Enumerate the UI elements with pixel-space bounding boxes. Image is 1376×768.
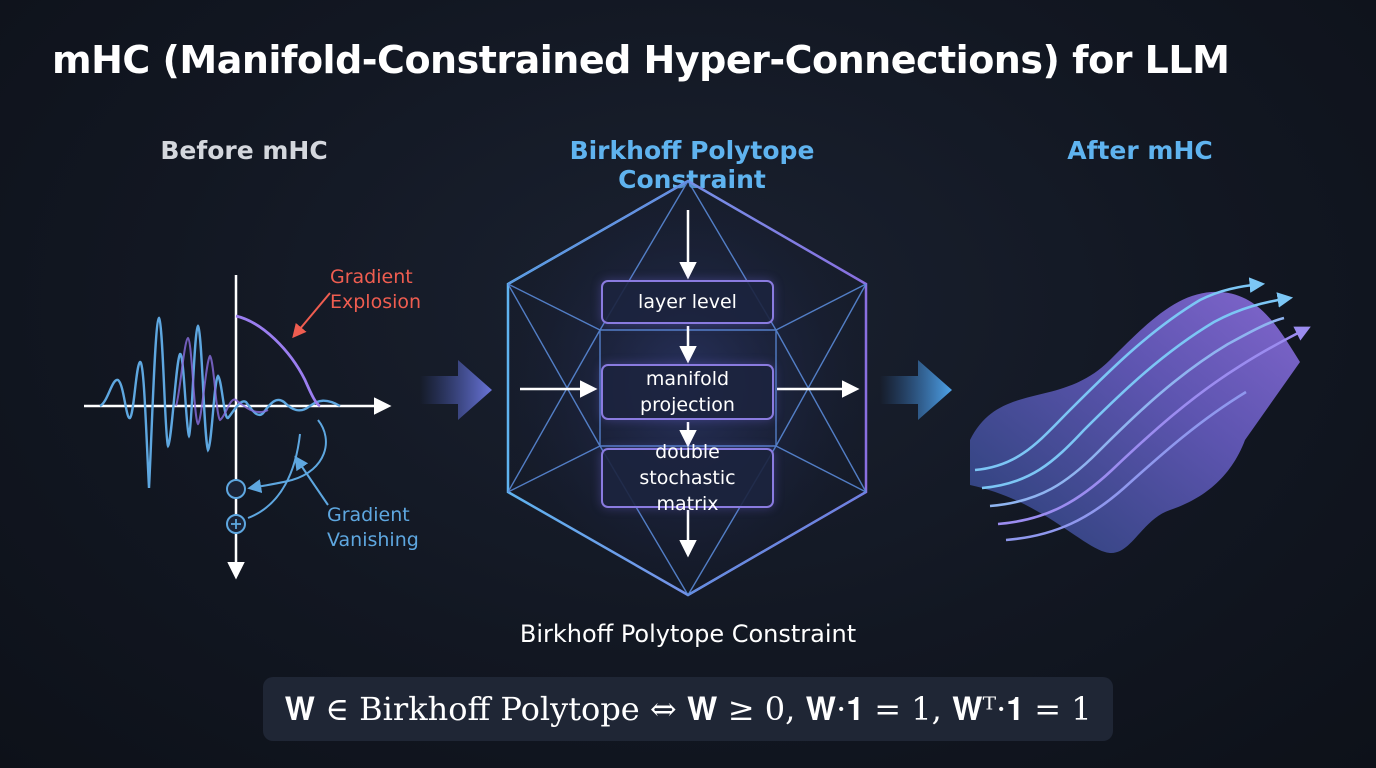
double-stochastic-box: double stochastic matrix [601, 441, 774, 515]
page-title: mHC (Manifold-Constrained Hyper-Connecti… [52, 38, 1230, 82]
layer-level-box: layer level [601, 280, 774, 324]
polytope-caption: Birkhoff Polytope Constraint [519, 620, 857, 648]
vanishing-loop-arrow-2 [247, 433, 301, 519]
before-mhc-heading: Before mHC [160, 136, 328, 165]
transition-arrow-left [420, 360, 492, 420]
before-panel [84, 275, 392, 580]
gradient-vanishing-label: Gradient Vanishing [327, 504, 419, 551]
vanishing-pointer-arrow [294, 455, 329, 506]
vanishing-loop-arrow [247, 419, 327, 494]
birkhoff-heading: Birkhoff Polytope Constraint [569, 136, 815, 194]
manifold-projection-box: manifold projection [601, 364, 774, 420]
manifold-projection-text: manifold projection [640, 368, 735, 416]
oscillation-wave [99, 316, 341, 489]
birkhoff-formula: 𝐖 ∈ Birkhoff Polytope ⇔ 𝐖 ≥ 0, 𝐖·𝟏 = 1, … [284, 689, 1092, 728]
manifold-sheet [970, 277, 1311, 554]
double-stochastic-text: double stochastic matrix [639, 441, 736, 515]
polytope-edges [507, 179, 867, 597]
gradient-explosion-label: Gradient Explosion [330, 266, 422, 313]
flow-lines [974, 277, 1311, 542]
transition-arrow-right [880, 360, 952, 420]
explosion-curve [235, 314, 321, 408]
node-circle [226, 479, 246, 499]
layer-level-text: layer level [638, 291, 737, 313]
explosion-wave [175, 336, 269, 426]
explosion-pointer-arrow [292, 292, 331, 339]
after-mhc-heading: After mHC [1067, 136, 1213, 165]
formula-box: 𝐖 ∈ Birkhoff Polytope ⇔ 𝐖 ≥ 0, 𝐖·𝟏 = 1, … [263, 677, 1113, 741]
